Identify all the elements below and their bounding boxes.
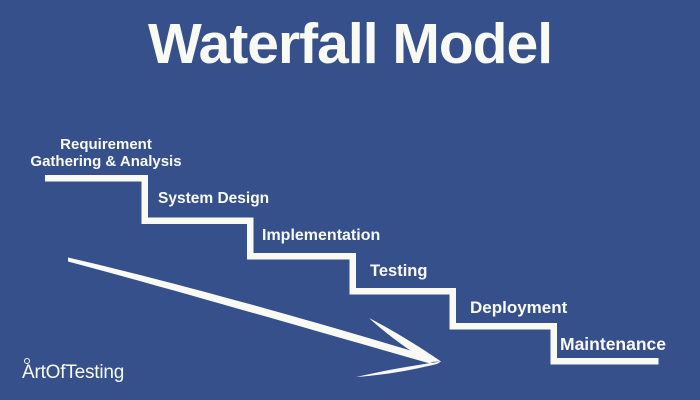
step-label-deployment: Deployment (470, 298, 568, 317)
step-tread-implementation (247, 253, 356, 260)
brand-logo-text: ArtOfTesting (22, 362, 125, 383)
step-label-implementation: Implementation (262, 227, 381, 244)
step-tread-system-design (141, 217, 254, 224)
step-riser-testing (449, 288, 456, 329)
arrow-barb-lower (356, 361, 441, 377)
brand-logo: ArtOfTesting (22, 358, 125, 384)
downward-flow-arrow-icon (68, 257, 441, 377)
step-tread-requirement (45, 175, 148, 182)
step-label-requirement-line-1: Requirement (60, 136, 152, 153)
step-riser-deployment (550, 323, 557, 364)
step-riser-system-design (247, 217, 254, 260)
arrow-barb-upper (369, 318, 441, 362)
step-label-maintenance: Maintenance (560, 334, 666, 354)
step-label-testing: Testing (370, 262, 428, 280)
arrow-shaft (68, 257, 437, 364)
step-riser-requirement (141, 175, 148, 224)
step-label-system-design: System Design (158, 190, 270, 207)
step-riser-implementation (349, 253, 356, 294)
staircase-steps (45, 175, 659, 365)
step-tread-testing (349, 288, 456, 295)
step-tread-maintenance (550, 358, 659, 365)
step-tread-deployment (449, 323, 557, 330)
step-label-requirement: Requirement Gathering & Analysis (11, 136, 201, 171)
page-title: Waterfall Model (147, 12, 553, 76)
ring-accent-icon (24, 358, 30, 364)
step-label-requirement-line-2: Gathering & Analysis (30, 153, 182, 171)
